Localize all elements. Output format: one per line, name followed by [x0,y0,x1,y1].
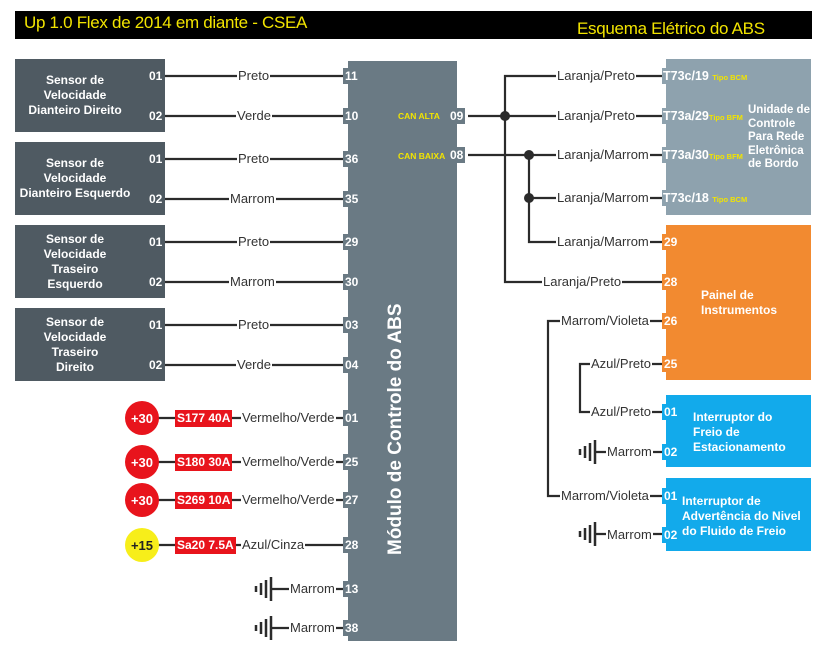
bcm-pin: T73a/29Tipo BFM [662,108,744,124]
bcm-pin: T73a/30Tipo BFM [662,147,744,163]
module-pin: 04 [343,357,361,373]
switch-pin: 02 [662,444,680,460]
module-pin: 30 [343,274,361,290]
title-bar [15,11,812,39]
switch-pin: 01 [662,488,680,504]
junction-dot [524,193,534,203]
wire-label: Verde [236,357,272,372]
panel-pin: 28 [662,274,680,290]
wire-label: Laranja/Marrom [556,234,650,249]
wire-label: Laranja/Preto [556,108,637,123]
module-pin: 09 [448,108,466,124]
power-supply-30: +30 [125,401,159,435]
wire-label: Vermelho/Verde [241,410,336,425]
sensor-pin: 02 [147,108,165,124]
module-pin: 08 [448,147,466,163]
wire-label: Azul/Cinza [241,537,306,552]
module-pin: 10 [343,108,361,124]
module-pin: 27 [343,492,361,508]
instrument-panel [666,225,811,380]
junction-dot [524,150,534,160]
module-pin: 28 [343,537,361,553]
fuse: S269 10A [175,492,233,509]
wire-label: Marrom [606,527,653,542]
wire-label: Laranja/Preto [542,274,623,289]
module-pin: 03 [343,317,361,333]
ground-icon [254,577,273,601]
wire-label: Laranja/Preto [556,68,637,83]
sensor-pin: 01 [147,317,165,333]
switch-pin: 01 [662,404,680,420]
power-supply-15: +15 [125,528,159,562]
fuse: S177 40A [175,410,233,427]
power-supply-30: +30 [125,445,159,479]
sensor-pin: 02 [147,274,165,290]
wire-label: Marrom/Violeta [560,488,650,503]
wire-label: Azul/Preto [590,356,652,371]
wire-label: Marrom [289,581,336,596]
wire-label: Marrom/Violeta [560,313,650,328]
module-pin: 13 [343,581,361,597]
panel-pin: 29 [662,234,680,250]
fuse: S180 30A [175,454,233,471]
module-pin: 25 [343,454,361,470]
wire-label: Preto [237,317,271,332]
parking-brake-switch [666,395,811,467]
module-title: Módulo de Controle do ABS [385,303,406,555]
brake-fluid-switch [666,478,811,551]
wire-label: Preto [237,151,271,166]
wire-label: Verde [236,108,272,123]
module-pin: 35 [343,191,361,207]
wire-label: Azul/Preto [590,404,652,419]
module-pin: 36 [343,151,361,167]
switch-pin: 02 [662,527,680,543]
module-pin: 01 [343,410,361,426]
sensor-pin: 02 [147,357,165,373]
sensor-pin: 01 [147,68,165,84]
sensor-pin: 01 [147,234,165,250]
ground-icon [578,440,597,464]
junction-dot [500,111,510,121]
wire-label: Laranja/Marrom [556,190,650,205]
abs-control-module [348,61,457,641]
module-pin: 11 [343,68,360,84]
module-pin: 29 [343,234,361,250]
wire-label: Laranja/Marrom [556,147,650,162]
wire-label: Marrom [229,274,276,289]
wire-label: Preto [237,68,271,83]
bcm-pin: T73c/18 Tipo BCM [662,190,749,206]
vehicle-title: Up 1.0 Flex de 2014 em diante - CSEA [24,13,308,32]
panel-pin: 25 [662,356,680,372]
wire-label: Vermelho/Verde [241,492,336,507]
can-low-label: CAN BAIXA [398,151,446,161]
bcm-pin: T73c/19 Tipo BCM [662,68,749,84]
wire-label: Marrom [606,444,653,459]
ground-icon [578,522,597,546]
sensor-pin: 01 [147,151,165,167]
diagram-title: Esquema Elétrico do ABS [577,19,765,38]
wire-label: Preto [237,234,271,249]
can-high-label: CAN ALTA [398,111,440,121]
bcm-unit [666,59,811,215]
wire-label: Marrom [229,191,276,206]
module-pin: 38 [343,620,361,636]
fuse: Sa20 7.5A [175,537,236,554]
wire-label: Vermelho/Verde [241,454,336,469]
ground-icon [254,616,273,640]
sensor-pin: 02 [147,191,165,207]
wire-label: Marrom [289,620,336,635]
power-supply-30: +30 [125,483,159,517]
panel-pin: 26 [662,313,680,329]
